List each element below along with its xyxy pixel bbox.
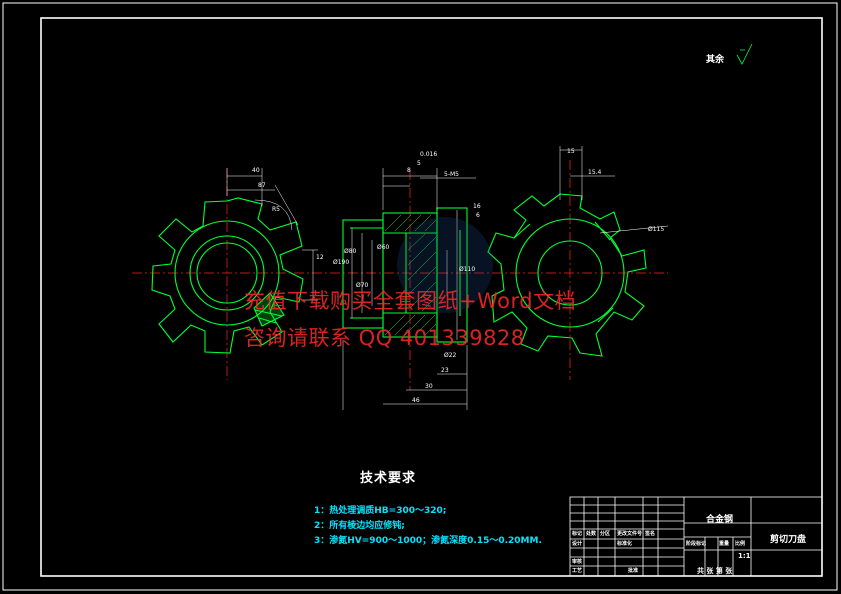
title-block xyxy=(569,496,823,577)
tech-requirement-3: 3：渗氮HV=900～1000；渗氮深度0.15～0.20MM. xyxy=(314,536,542,546)
part-name: 剪切刀盘 xyxy=(770,535,807,545)
dim-center-8: 8 xyxy=(407,167,411,174)
left-view xyxy=(151,197,304,354)
dim-center-tol: 0.016 xyxy=(420,151,438,158)
tb-label-design: 设计 xyxy=(572,541,583,547)
dim-center-5: 5 xyxy=(417,160,421,167)
dim-center-16: 16 xyxy=(473,203,481,210)
dim-center-thread: 5-M5 xyxy=(444,171,459,178)
roughness-symbol-icon xyxy=(736,43,753,65)
inner-border xyxy=(40,17,823,577)
dim-center-d190: Ø190 xyxy=(333,259,350,266)
tb-label-standard: 标准化 xyxy=(617,541,633,547)
tb-label-change-doc: 更改文件号 xyxy=(617,531,643,537)
watermark-line-1: 充值下载购买全套图纸+Word文档 xyxy=(244,289,577,313)
tb-label-mark: 标记 xyxy=(572,531,583,537)
left-dimensions xyxy=(226,168,318,301)
dim-right-15-4: 15.4 xyxy=(588,169,602,176)
dim-center-d22: Ø22 xyxy=(444,352,457,359)
tb-sheet-count: 共 张 第 张 xyxy=(697,567,733,575)
section-hatch xyxy=(382,212,438,338)
tech-requirement-1: 1：热处理调质HB=300～320; xyxy=(314,506,447,516)
tb-label-signature: 签名 xyxy=(645,531,656,537)
tb-label-weight: 重量 xyxy=(719,541,730,547)
right-view xyxy=(487,193,647,357)
surface-finish-note: 其余 xyxy=(706,55,725,65)
watermark-logo-icon xyxy=(397,217,493,313)
dim-center-d60: Ø60 xyxy=(377,244,390,251)
tb-label-process: 工艺 xyxy=(572,568,583,574)
scale-value: 1:1 xyxy=(738,552,751,560)
right-dimensions xyxy=(559,146,669,234)
dim-center-d110: Ø110 xyxy=(459,266,476,273)
dim-left-r5: R5 xyxy=(272,206,280,213)
tb-label-approve: 批准 xyxy=(628,568,639,574)
watermark-line-2: 咨询请联系 QQ 401339828 xyxy=(244,326,525,350)
tb-label-check: 审核 xyxy=(572,559,583,565)
tb-label-scale: 比例 xyxy=(735,541,746,547)
dim-center-30: 30 xyxy=(425,383,433,390)
tech-requirement-2: 2：所有棱边均应修钝; xyxy=(314,521,405,531)
center-view xyxy=(342,207,468,343)
centerlines xyxy=(132,160,668,390)
dim-center-23: 23 xyxy=(441,367,449,374)
dim-center-d80: Ø80 xyxy=(344,248,357,255)
dim-left-40: 40 xyxy=(252,167,260,174)
tech-requirements-title: 技术要求 xyxy=(360,471,417,486)
tb-label-stage: 阶段标记 xyxy=(686,541,707,547)
center-dimensions xyxy=(342,168,476,410)
dim-left-12: 12 xyxy=(316,254,324,261)
dim-center-46: 46 xyxy=(412,397,420,404)
dim-left-87: 87 xyxy=(258,182,266,189)
material-name: 合金钢 xyxy=(706,515,734,525)
dim-right-15: 15 xyxy=(567,148,575,155)
dim-center-6: 6 xyxy=(476,212,480,219)
dim-center-d70: Ø70 xyxy=(356,282,369,289)
dim-right-d115: Ø115 xyxy=(648,226,665,233)
tb-label-zone: 分区 xyxy=(600,531,611,537)
tb-label-count: 处数 xyxy=(586,531,597,537)
